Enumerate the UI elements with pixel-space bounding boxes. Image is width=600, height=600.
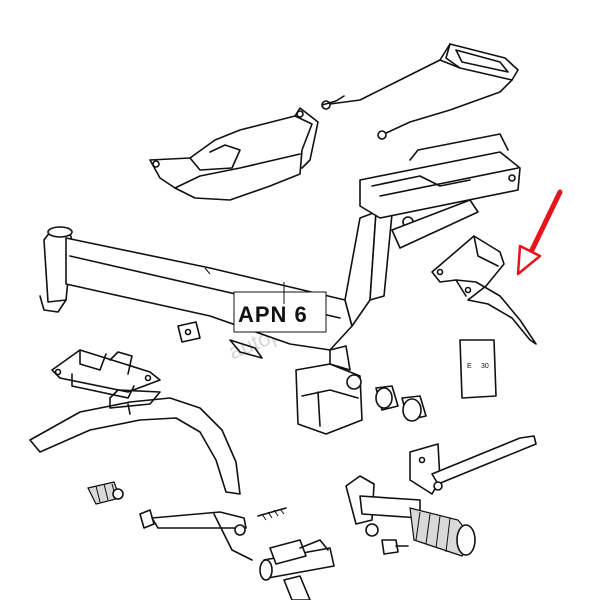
side-stand xyxy=(409,435,537,495)
chain-guard xyxy=(431,235,537,345)
front-fender xyxy=(29,389,241,495)
engine-bracket xyxy=(51,349,161,399)
model-label: APN 6 xyxy=(238,302,308,327)
model-label-plate: APN 6 xyxy=(233,282,327,333)
plate-mark-left: E xyxy=(467,363,472,370)
footrest xyxy=(345,475,476,557)
id-plate: E 30 xyxy=(459,339,497,399)
bushings xyxy=(375,385,427,422)
lower-shaft xyxy=(259,539,335,600)
rubber-block xyxy=(87,481,124,505)
callout-arrow xyxy=(516,189,563,276)
seat-tray xyxy=(149,107,319,201)
brake-pedal xyxy=(139,507,287,561)
plate-mark-right: 30 xyxy=(481,363,489,370)
rear-rack xyxy=(321,43,519,140)
